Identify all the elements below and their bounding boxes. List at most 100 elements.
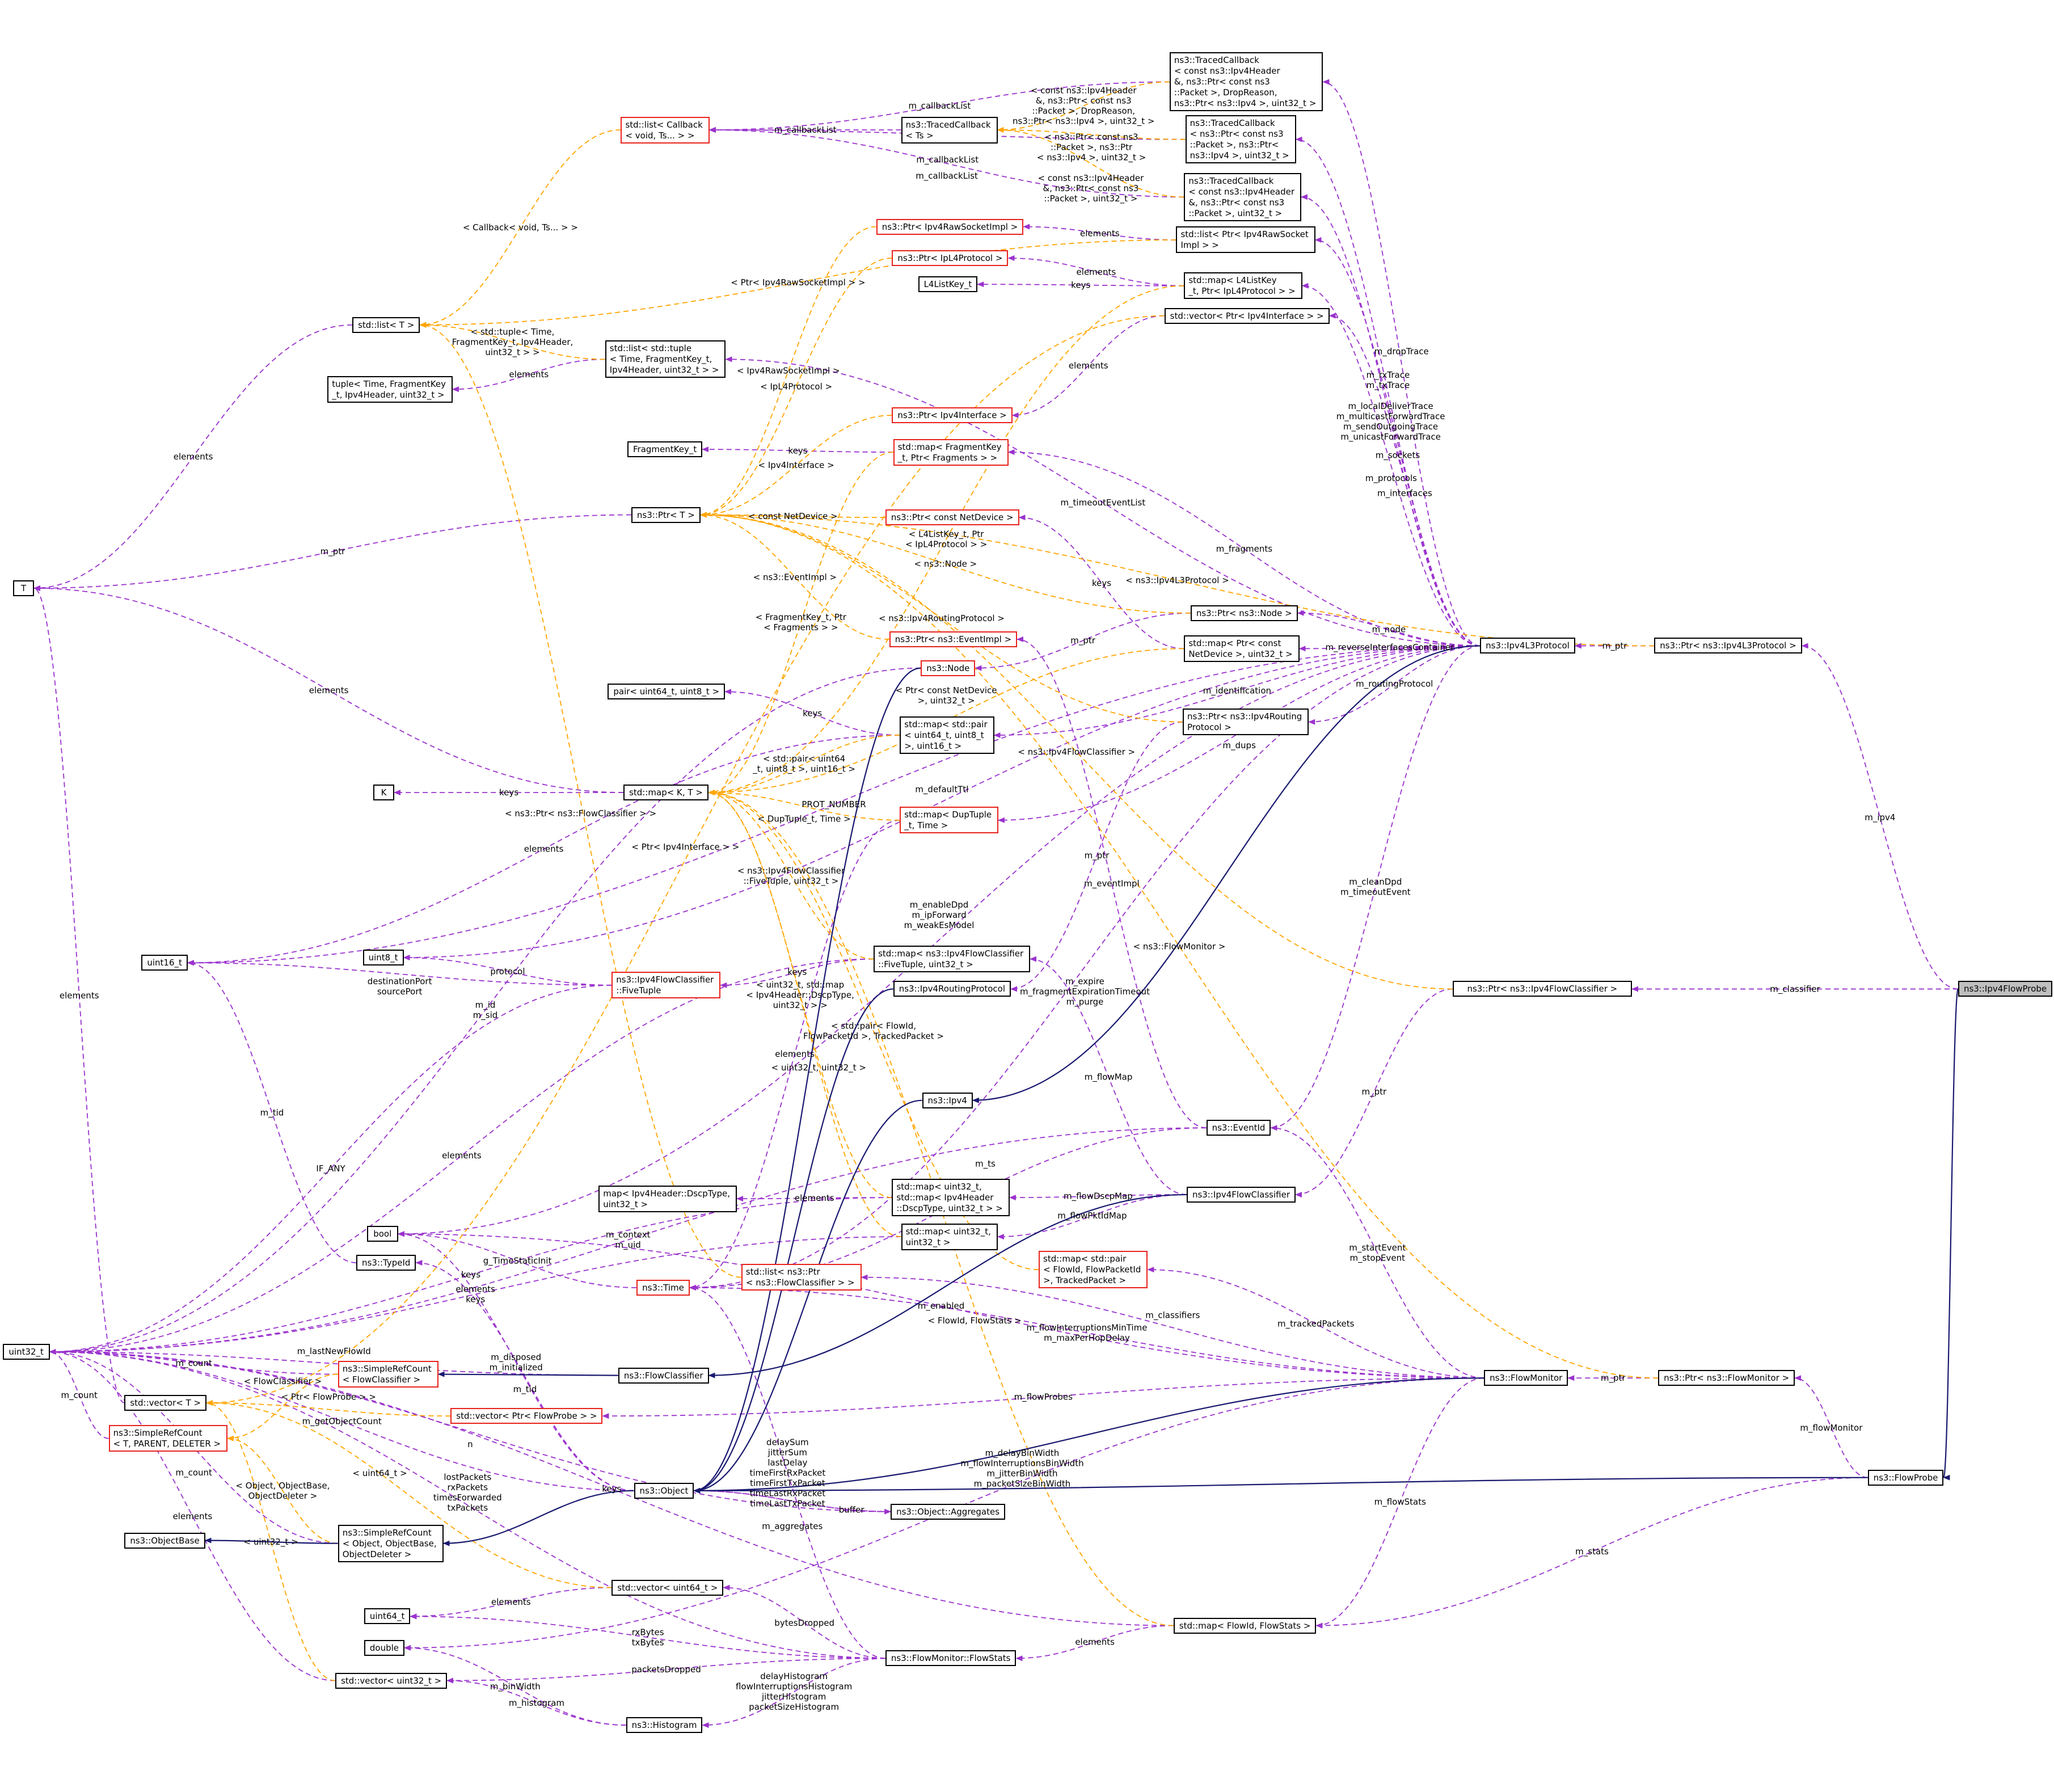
usage-edge-PtrIpv4FC-to-Ipv4FC bbox=[1295, 988, 1453, 1198]
class-node-vec-iface[interactable]: std::vector< Ptr< Ipv4Interface > > bbox=[1164, 307, 1330, 324]
usage-edge-L3-to-bool bbox=[397, 645, 1481, 1237]
class-node-l4-key[interactable]: L4ListKey_t bbox=[918, 276, 978, 293]
class-node-list-tuple[interactable]: std::list< std::tuple < Time, FragmentKe… bbox=[605, 340, 726, 378]
class-node-map-k-t[interactable]: std::map< K, T > bbox=[623, 785, 708, 801]
class-node-object[interactable]: ns3::Object bbox=[634, 1482, 694, 1499]
usage-edge-mapL4-to-PtrIpL4 bbox=[1007, 255, 1184, 286]
class-node-ptr-ip-l4[interactable]: ns3::Ptr< IpL4Protocol > bbox=[892, 250, 1009, 267]
class-node-s-r-cobj[interactable]: ns3::SimpleRefCount < Object, ObjectBase… bbox=[338, 1524, 444, 1562]
template-edge-vecU64-to-vecT bbox=[206, 1400, 612, 1588]
class-node-t-cdrop[interactable]: ns3::TracedCallback < const ns3::Ipv4Hea… bbox=[1169, 52, 1323, 112]
class-node-bool[interactable]: bool bbox=[366, 1226, 398, 1242]
template-edge-SRCfc-to-SRCt bbox=[227, 1373, 338, 1441]
class-node-map-pair[interactable]: std::map< std::pair < uint64_t, uint8_t … bbox=[900, 716, 994, 754]
class-node-ptr-net-dev[interactable]: ns3::Ptr< const NetDevice > bbox=[885, 509, 1019, 526]
usage-edge-FiveTuple-to-u32 bbox=[49, 984, 612, 1355]
usage-edge-TypeId-to-u16 bbox=[187, 960, 357, 1263]
class-node-f-p[interactable]: ns3::FlowProbe bbox=[1867, 1469, 1944, 1486]
usage-edge-mapStats-to-u32 bbox=[49, 1349, 1174, 1626]
class-node-list-ptr-f-c[interactable]: std::list< ns3::Ptr < ns3::FlowClassifie… bbox=[741, 1264, 862, 1291]
class-node-ptr-event[interactable]: ns3::Ptr< ns3::EventImpl > bbox=[889, 631, 1018, 647]
usage-edge-listT-to-T bbox=[33, 324, 353, 591]
class-node-t-crx[interactable]: ns3::TracedCallback < ns3::Ptr< const ns… bbox=[1185, 115, 1296, 164]
usage-edge-L3-to-mapL4 bbox=[1301, 282, 1481, 647]
usage-edge-mapPair-to-u16 bbox=[187, 735, 900, 966]
class-node-map-frag[interactable]: std::map< FragmentKey _t, Ptr< Fragments… bbox=[893, 438, 1009, 466]
class-node-map-tracked[interactable]: std::map< std::pair < FlowId, FlowPacket… bbox=[1039, 1251, 1148, 1289]
inherit-edge-SRCobj-to-ObjBase bbox=[204, 1537, 338, 1544]
class-node-map-dscp[interactable]: std::map< uint32_t, std::map< Ipv4Header… bbox=[892, 1179, 1010, 1217]
class-node-ptr-node[interactable]: ns3::Ptr< ns3::Node > bbox=[1190, 605, 1298, 621]
class-node-double[interactable]: double bbox=[364, 1639, 404, 1656]
usage-edge-mapDscp-to-u32 bbox=[49, 1197, 892, 1355]
usage-edge-Object-to-Aggr bbox=[694, 1490, 892, 1515]
template-edge-mapFive-to-mapKT bbox=[707, 790, 874, 960]
class-node-s-r-ct[interactable]: ns3::SimpleRefCount < T, PARENT, DELETER… bbox=[108, 1425, 228, 1452]
class-node-time[interactable]: ns3::Time bbox=[636, 1279, 690, 1296]
class-node-t-cts[interactable]: ns3::TracedCallback < Ts > bbox=[901, 116, 998, 144]
class-node-t[interactable]: T bbox=[13, 580, 35, 596]
class-node-tuple[interactable]: tuple< Time, FragmentKey _t, Ipv4Header,… bbox=[327, 376, 453, 403]
class-node-five-tuple[interactable]: ns3::Ipv4FlowClassifier ::FiveTuple bbox=[611, 972, 721, 999]
template-edge-mapPair-to-mapKT bbox=[707, 735, 900, 796]
inherit-edge-FP-to-Object bbox=[693, 1477, 1868, 1494]
class-node-ptr-t[interactable]: ns3::Ptr< T > bbox=[631, 507, 701, 523]
template-edge-listPtrFC-to-listT bbox=[419, 322, 741, 1278]
class-node-u16[interactable]: uint16_t bbox=[141, 955, 188, 971]
class-node-type-id[interactable]: ns3::TypeId bbox=[356, 1255, 416, 1271]
usage-edge-FM-to-vecProbe bbox=[602, 1377, 1484, 1419]
class-node-f-m[interactable]: ns3::FlowMonitor bbox=[1484, 1370, 1568, 1386]
usage-edge-PtrRouting-to-Routing bbox=[1010, 721, 1183, 992]
class-node-list-cb[interactable]: std::list< Callback < void, Ts... > > bbox=[621, 116, 710, 144]
class-node-u64[interactable]: uint64_t bbox=[364, 1608, 411, 1625]
class-node-obj-base[interactable]: ns3::ObjectBase bbox=[124, 1532, 205, 1549]
usage-edge-mapPair-to-pairU64 bbox=[724, 689, 900, 736]
class-node-list-t[interactable]: std::list< T > bbox=[352, 317, 420, 333]
class-node-map-stats[interactable]: std::map< FlowId, FlowStats > bbox=[1173, 1617, 1317, 1634]
class-node-flow-stats[interactable]: ns3::FlowMonitor::FlowStats bbox=[885, 1650, 1017, 1667]
class-node-ptr-l3[interactable]: ns3::Ptr< ns3::Ipv4L3Protocol > bbox=[1654, 638, 1802, 654]
class-node-ptr-routing[interactable]: ns3::Ptr< ns3::Ipv4Routing Protocol > bbox=[1183, 709, 1309, 736]
class-node-s-r-cfc[interactable]: ns3::SimpleRefCount < FlowClassifier > bbox=[338, 1361, 438, 1388]
class-node-u32[interactable]: uint32_t bbox=[2, 1344, 50, 1360]
class-node-vec-probe[interactable]: std::vector< Ptr< FlowProbe > > bbox=[450, 1408, 603, 1424]
class-node-map-net-dev[interactable]: std::map< Ptr< const NetDevice >, uint32… bbox=[1184, 635, 1300, 662]
class-node-hist[interactable]: ns3::Histogram bbox=[626, 1717, 703, 1734]
class-node-u8[interactable]: uint8_t bbox=[362, 950, 404, 966]
class-node-l3[interactable]: ns3::Ipv4L3Protocol bbox=[1480, 638, 1575, 654]
class-node-map-u32[interactable]: std::map< uint32_t, uint32_t > bbox=[901, 1223, 998, 1250]
usage-edge-FC-to-u32 bbox=[49, 1349, 618, 1376]
class-node-map-dup[interactable]: std::map< DupTuple _t, Time > bbox=[900, 807, 999, 834]
class-node-frag-key[interactable]: FragmentKey_t bbox=[627, 441, 703, 458]
class-node-ptr-raw[interactable]: ns3::Ptr< Ipv4RawSocketImpl > bbox=[876, 218, 1024, 235]
class-node-node[interactable]: ns3::Node bbox=[921, 660, 976, 676]
class-node-k[interactable]: K bbox=[373, 785, 394, 801]
class-node-ipv4[interactable]: ns3::Ipv4 bbox=[922, 1092, 973, 1108]
class-node-t-clocal[interactable]: ns3::TracedCallback < const ns3::Ipv4Hea… bbox=[1184, 172, 1301, 221]
class-node-f-c[interactable]: ns3::FlowClassifier bbox=[618, 1367, 709, 1384]
class-node-ptr-iface[interactable]: ns3::Ptr< Ipv4Interface > bbox=[892, 407, 1013, 424]
class-node-map-five[interactable]: std::map< ns3::Ipv4FlowClassifier ::Five… bbox=[874, 946, 1031, 973]
class-node-ptr-f-m[interactable]: ns3::Ptr< ns3::FlowMonitor > bbox=[1658, 1370, 1795, 1386]
class-node-pair-u64[interactable]: pair< uint64_t, uint8_t > bbox=[608, 684, 726, 700]
class-node-event-id[interactable]: ns3::EventId bbox=[1206, 1120, 1271, 1136]
usage-edge-FM-to-Time bbox=[689, 1284, 1484, 1379]
class-node-aggr[interactable]: ns3::Object::Aggregates bbox=[891, 1503, 1006, 1520]
class-node-ipv4-f-c[interactable]: ns3::Ipv4FlowClassifier bbox=[1186, 1186, 1296, 1203]
template-edge-PtrRouting-to-PtrT bbox=[699, 512, 1183, 723]
class-node-vec-t[interactable]: std::vector< T > bbox=[124, 1395, 207, 1411]
usage-edge-mapKT-to-T bbox=[33, 585, 624, 793]
class-node-routing[interactable]: ns3::Ipv4RoutingProtocol bbox=[893, 981, 1011, 997]
class-node-ipv4-flow-probe[interactable]: ns3::Ipv4FlowProbe bbox=[1958, 981, 2053, 997]
class-node-list-raw[interactable]: std::list< Ptr< Ipv4RawSocket Impl > > bbox=[1176, 226, 1315, 254]
usage-edge-SRCfc-to-u32 bbox=[49, 1349, 338, 1375]
class-node-ptr-ipv4-f-c[interactable]: ns3::Ptr< ns3::Ipv4FlowClassifier > bbox=[1452, 981, 1632, 997]
class-node-vec-u32[interactable]: std::vector< uint32_t > bbox=[335, 1672, 448, 1689]
class-node-map-l4[interactable]: std::map< L4ListKey _t, Ptr< IpL4Protoco… bbox=[1184, 272, 1302, 300]
class-node-map-hdr-dscp[interactable]: map< Ipv4Header::DscpType, uint32_t > bbox=[598, 1185, 737, 1212]
usage-edge-vecU32-to-u32 bbox=[49, 1349, 336, 1681]
usage-edge-mapNetDev-to-PtrNetDev bbox=[1018, 515, 1184, 650]
usage-edge-FM-to-bool bbox=[397, 1231, 1484, 1379]
usage-edge-L3-to-PtrNode bbox=[1297, 610, 1481, 647]
class-node-vec-u64[interactable]: std::vector< uint64_t > bbox=[611, 1579, 724, 1596]
